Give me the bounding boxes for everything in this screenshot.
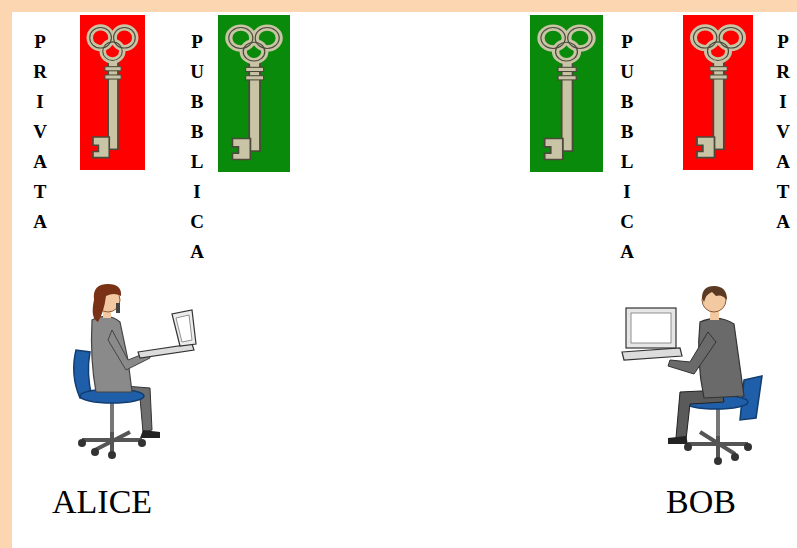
vertical-label-wrap: PRIVATA — [768, 27, 797, 237]
key-icon — [218, 15, 290, 172]
key-node: PRIVATA — [25, 15, 145, 237]
key-icon — [80, 15, 145, 170]
key-icon — [530, 15, 603, 172]
key-box — [80, 15, 145, 170]
person-name: BOB — [666, 482, 736, 522]
key-label: PUBBLICA — [620, 27, 634, 267]
bob-figure — [622, 286, 762, 465]
key-box — [530, 15, 603, 172]
key-node: PRIVATA — [683, 15, 797, 237]
person-name: ALICE — [52, 482, 152, 522]
vertical-label-wrap: PUBBLICA — [182, 27, 212, 267]
vertical-label-wrap: PUBBLICA — [612, 27, 642, 267]
key-box — [218, 15, 290, 172]
key-node: PUBBLICA — [530, 15, 642, 267]
key-label: PUBBLICA — [190, 27, 204, 267]
alice-figure — [74, 284, 196, 459]
key-box — [683, 15, 753, 170]
key-node: PUBBLICA — [182, 15, 290, 267]
key-label: PRIVATA — [776, 27, 790, 237]
key-icon — [683, 15, 753, 170]
key-label: PRIVATA — [33, 27, 47, 237]
vertical-label-wrap: PRIVATA — [25, 27, 55, 237]
